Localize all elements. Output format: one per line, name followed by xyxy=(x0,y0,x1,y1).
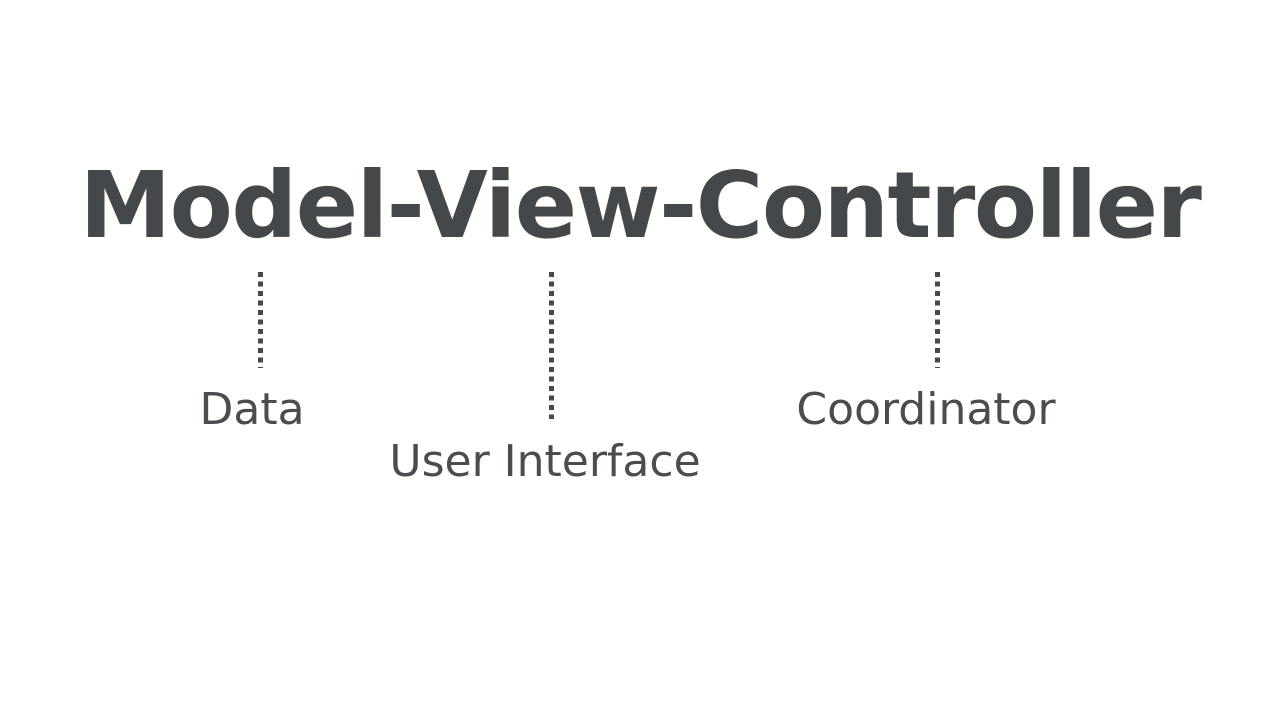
label-controller-coordinator: Coordinator xyxy=(796,384,1056,435)
connector-line-controller xyxy=(935,272,940,368)
label-view-user-interface: User Interface xyxy=(389,436,701,487)
page-title: Model-View-Controller xyxy=(79,152,1202,259)
connector-line-view xyxy=(549,272,554,419)
label-model-data: Data xyxy=(199,384,305,435)
connector-line-model xyxy=(258,272,263,368)
